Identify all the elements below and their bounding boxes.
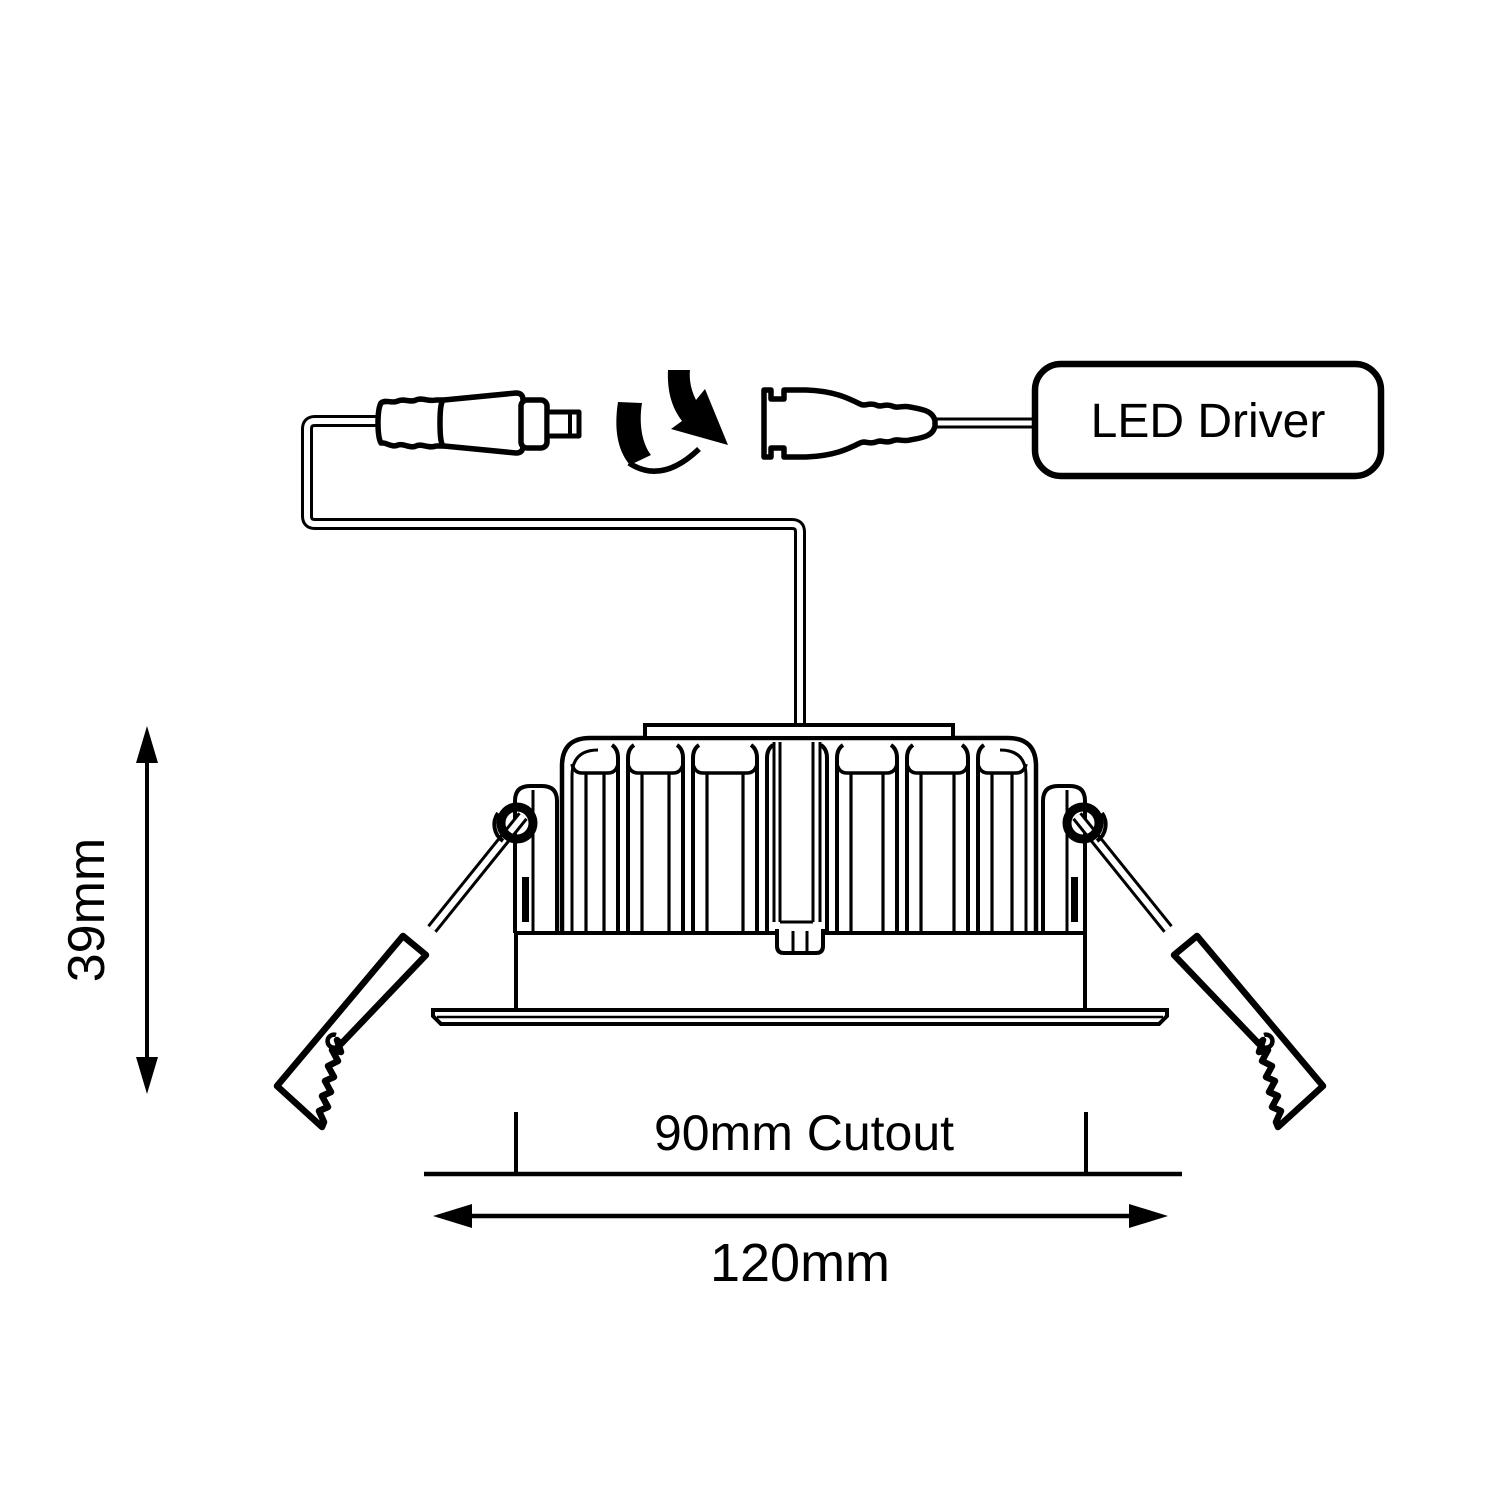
arrowhead-up bbox=[136, 726, 158, 763]
heatsink-lobe-edges bbox=[570, 763, 1028, 775]
spring-clip-right bbox=[1041, 784, 1327, 1131]
gripper-curl bbox=[325, 1032, 339, 1050]
center-boss-tab bbox=[775, 929, 825, 955]
spring-clip-left bbox=[273, 784, 559, 1131]
fixture-cable bbox=[301, 415, 806, 732]
spring-coil bbox=[1095, 811, 1108, 843]
male-connector-ring bbox=[518, 397, 550, 451]
heatsink-body bbox=[559, 735, 1039, 940]
clip-slot bbox=[522, 877, 529, 922]
spring-ring bbox=[1062, 802, 1104, 844]
mounting-plate bbox=[643, 723, 955, 740]
clip-gripper bbox=[273, 932, 430, 1131]
arrowhead-left bbox=[433, 1204, 472, 1228]
clip-slot bbox=[1071, 877, 1078, 922]
spring-ring bbox=[496, 802, 538, 844]
spring-coil bbox=[492, 811, 505, 843]
female-connector bbox=[761, 387, 938, 460]
led-driver-label: LED Driver bbox=[1091, 395, 1326, 448]
heatsink-inner-contour-right bbox=[999, 748, 1028, 935]
male-connector-barrel bbox=[437, 390, 526, 456]
arrowhead-down bbox=[136, 1057, 158, 1094]
dimension-height: 39mm bbox=[58, 726, 158, 1094]
center-channel bbox=[772, 742, 822, 924]
height-label: 39mm bbox=[58, 838, 116, 982]
twist-arrow-icon bbox=[616, 370, 728, 474]
cutout-label: 90mm Cutout bbox=[654, 1105, 954, 1161]
heatsink-fins bbox=[610, 743, 986, 935]
trim-flange bbox=[431, 1008, 1169, 1026]
heatsink-ribs bbox=[584, 774, 1014, 935]
led-driver-box: LED Driver bbox=[1031, 360, 1385, 480]
male-connector bbox=[375, 390, 582, 456]
heatsink-inner-contour-left bbox=[570, 748, 599, 935]
clip-gripper bbox=[1170, 932, 1327, 1131]
arrowhead-right bbox=[1129, 1204, 1168, 1228]
male-connector-pin bbox=[544, 409, 582, 439]
male-connector-grip bbox=[375, 396, 447, 450]
dimension-width: 120mm bbox=[433, 1204, 1168, 1293]
width-label: 120mm bbox=[710, 1233, 890, 1293]
dimension-cutout: 90mm Cutout bbox=[424, 1105, 1182, 1177]
gripper-curl bbox=[1261, 1032, 1275, 1050]
